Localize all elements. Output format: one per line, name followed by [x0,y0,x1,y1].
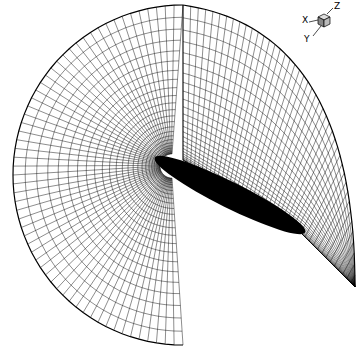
axis-label: Y [303,34,311,44]
axis-label: X [301,15,309,25]
outer-boundary [13,5,183,345]
ring-grid-line [183,18,355,287]
cube-left [318,17,324,27]
ring-grid-line [25,17,182,331]
ring-grid-line [48,40,181,305]
ring-grid-line [68,61,179,283]
axis-label: Z [333,1,341,11]
cube-right [324,17,330,27]
ring-grid-line [37,29,182,318]
y-axis [313,26,321,36]
axis-triad [309,8,333,36]
outer-boundary [183,5,355,287]
ring-grid-line [58,51,179,294]
mesh-grid [13,5,355,345]
body-surface [149,146,311,244]
ring-grid-line [183,42,355,287]
ring-grid-line [78,70,179,271]
x-axis [309,20,318,22]
ring-grid-line [183,30,355,287]
